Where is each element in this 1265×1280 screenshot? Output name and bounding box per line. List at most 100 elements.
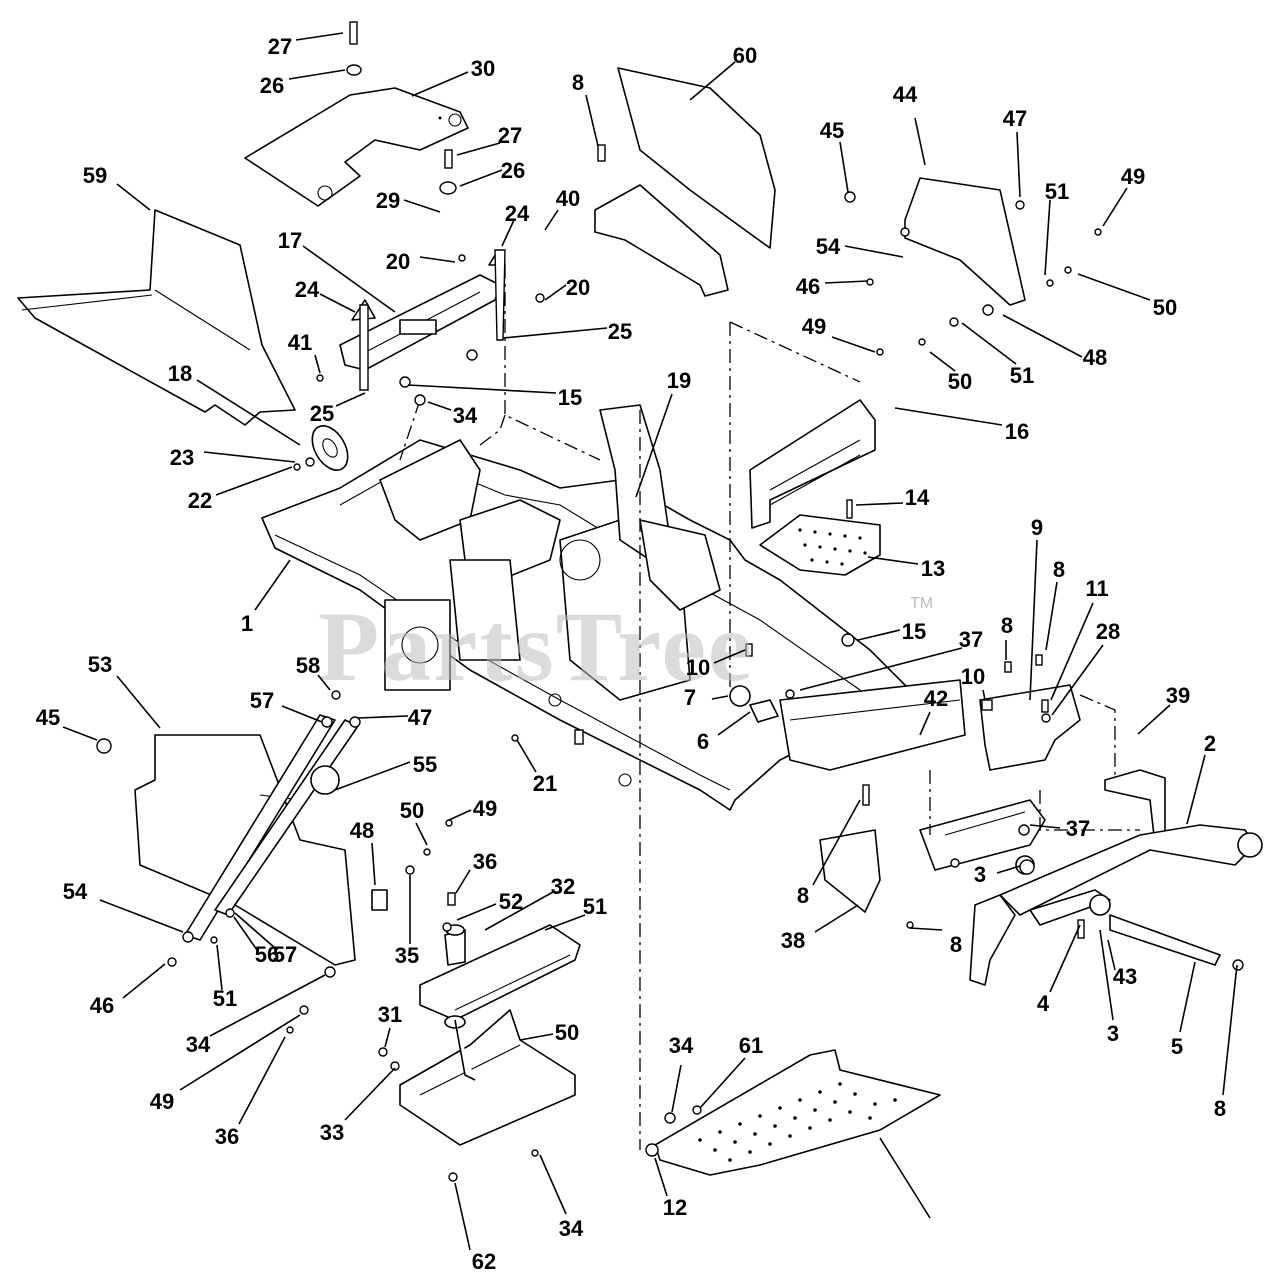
callout-label: 61 xyxy=(739,1033,763,1058)
leader-line xyxy=(654,1157,668,1197)
callout-label: 53 xyxy=(88,652,112,677)
callout-label: 7 xyxy=(684,685,696,710)
callout-label: 37 xyxy=(1066,816,1090,841)
footrest-holes xyxy=(698,1082,897,1162)
callout-label: 39 xyxy=(1166,683,1190,708)
callout-label: 5 xyxy=(1171,1034,1183,1059)
callout-label: 8 xyxy=(797,883,809,908)
leader-line xyxy=(1016,131,1021,198)
callout-label: 35 xyxy=(395,943,419,968)
leader-line xyxy=(215,466,293,496)
leader-line xyxy=(216,944,223,991)
leader-line xyxy=(635,393,673,498)
callout-label: 9 xyxy=(1031,515,1043,540)
leader-lines xyxy=(62,32,1238,1251)
leader-line xyxy=(334,761,411,791)
callout-label: 18 xyxy=(168,361,192,386)
step-holes xyxy=(798,528,867,566)
leader-line xyxy=(1029,539,1038,701)
leader-line xyxy=(713,649,746,664)
parts-artwork xyxy=(17,21,1263,1182)
leader-line xyxy=(295,32,344,41)
leader-line xyxy=(894,407,1003,426)
leader-line xyxy=(996,865,1021,874)
leader-line xyxy=(254,559,291,611)
leader-line xyxy=(501,219,515,247)
leader-line xyxy=(455,869,471,894)
leader-line xyxy=(1179,961,1196,1033)
callout-label: 3 xyxy=(1107,1021,1119,1046)
callout-label: 27 xyxy=(268,34,292,59)
leader-line xyxy=(288,69,346,80)
callout-label: 50 xyxy=(948,369,972,394)
callout-label: 1 xyxy=(241,611,253,636)
callout-label: 49 xyxy=(802,314,826,339)
leader-line xyxy=(116,675,161,729)
callout-label: 20 xyxy=(566,275,590,300)
leader-line xyxy=(919,711,931,736)
leader-line xyxy=(585,94,599,147)
callout-label: 51 xyxy=(213,986,237,1011)
callout-label: 8 xyxy=(1001,613,1013,638)
callout-label: 10 xyxy=(961,664,985,689)
leader-line xyxy=(544,284,567,301)
watermark: PartsTree TM xyxy=(318,591,933,702)
leader-line xyxy=(717,711,751,736)
leader-line xyxy=(302,245,396,313)
callout-label: 21 xyxy=(533,771,557,796)
callout-label: 34 xyxy=(453,403,478,428)
callout-label: 15 xyxy=(558,385,582,410)
callout-label: 4 xyxy=(1037,991,1050,1016)
callout-label: 60 xyxy=(733,43,757,68)
callout-label: 25 xyxy=(310,401,334,426)
leader-line xyxy=(516,739,537,773)
leader-line xyxy=(403,199,441,213)
leader-line xyxy=(539,1154,567,1215)
callout-label: 22 xyxy=(188,488,212,513)
leader-line xyxy=(812,799,861,886)
callout-label: 15 xyxy=(902,619,926,644)
callout-label: 46 xyxy=(796,274,820,299)
leader-line xyxy=(454,1182,471,1251)
callout-label: 48 xyxy=(1083,345,1107,370)
leader-line xyxy=(317,674,331,691)
callout-label: 32 xyxy=(551,874,575,899)
callout-label: 62 xyxy=(472,1249,496,1274)
callout-label: 57 xyxy=(273,942,297,967)
callout-label: 26 xyxy=(260,73,284,98)
leader-line xyxy=(544,209,559,231)
callout-labels: 27 26 30 60 8 27 26 29 24 40 59 17 20 20… xyxy=(36,34,1226,1274)
leader-line xyxy=(867,556,919,565)
callout-label: 50 xyxy=(400,798,424,823)
leader-line xyxy=(319,293,356,313)
callout-label: 8 xyxy=(1214,1096,1226,1121)
leader-line xyxy=(1050,602,1094,701)
callout-label: 37 xyxy=(959,627,983,652)
callout-label: 14 xyxy=(905,485,930,510)
callout-label: 43 xyxy=(1113,964,1137,989)
leader-line xyxy=(459,169,503,187)
callout-label: 54 xyxy=(816,234,841,259)
leader-line xyxy=(335,392,366,407)
callout-label: 34 xyxy=(559,1216,584,1241)
leader-line xyxy=(831,336,876,353)
callout-label: 41 xyxy=(288,330,312,355)
callout-label: 44 xyxy=(893,82,918,107)
leader-line xyxy=(122,963,166,999)
leader-line xyxy=(857,629,901,641)
callout-label: 36 xyxy=(473,849,497,874)
callout-label: 24 xyxy=(505,201,530,226)
leader-line xyxy=(519,1033,554,1041)
callout-label: 8 xyxy=(1053,557,1065,582)
leader-line xyxy=(415,822,428,846)
leader-line xyxy=(344,1067,396,1121)
callout-label: 23 xyxy=(170,445,194,470)
callout-label: 49 xyxy=(1121,164,1145,189)
callout-label: 46 xyxy=(90,993,114,1018)
callout-label: 13 xyxy=(921,556,945,581)
leader-line xyxy=(484,891,554,931)
leader-line xyxy=(371,842,376,886)
callout-label: 38 xyxy=(781,928,805,953)
callout-label: 30 xyxy=(471,56,495,81)
leader-line xyxy=(1049,924,1081,993)
